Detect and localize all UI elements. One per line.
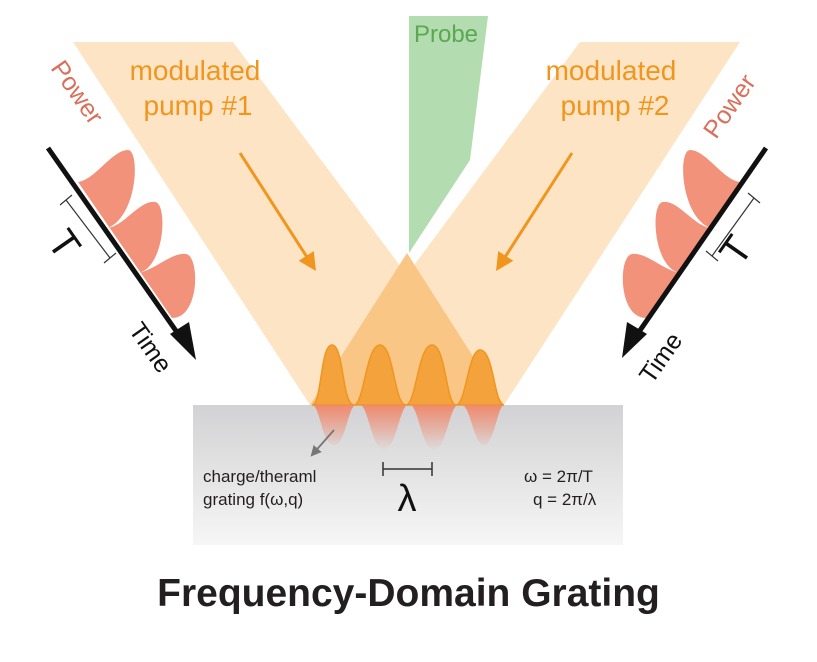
pump2-label-line1: modulated (546, 55, 677, 86)
right-power-pulses (622, 150, 740, 318)
beam-overlap-region (310, 253, 504, 405)
right-time-arrowhead (622, 322, 647, 358)
sample-surface (193, 405, 623, 545)
wavelength-bracket (382, 462, 433, 476)
right-time-axis (629, 146, 769, 344)
pump2-label-line2: pump #2 (561, 90, 670, 121)
grating-dips (312, 405, 504, 450)
probe-beam (409, 16, 488, 253)
left-period-label: T (39, 222, 89, 267)
omega-equation: ω = 2π/T (524, 467, 593, 486)
grating-wave (311, 344, 505, 406)
left-power-pulses (78, 150, 196, 318)
pump1-label-line2: pump #1 (144, 90, 253, 121)
grating-label-line1: charge/theraml (203, 467, 316, 486)
right-period-bracket (705, 192, 761, 262)
pump1-label-line1: modulated (130, 55, 261, 86)
grating-pointer-arrow (310, 429, 335, 457)
left-time-arrowhead (170, 322, 196, 360)
pump2-direction-arrow (496, 152, 574, 272)
left-time-label: Time (123, 317, 177, 378)
diagram-caption: Frequency-Domain Grating (157, 572, 660, 615)
left-period-bracket (59, 194, 117, 264)
right-period-label: T (711, 228, 761, 273)
q-equation: q = 2π/λ (533, 490, 597, 509)
pump1-direction-arrow (238, 152, 316, 272)
wavelength-label: λ (398, 478, 417, 520)
left-time-axis (45, 146, 191, 350)
probe-label: Probe (414, 21, 478, 48)
grating-label-line2: grating f(ω,q) (203, 490, 303, 509)
